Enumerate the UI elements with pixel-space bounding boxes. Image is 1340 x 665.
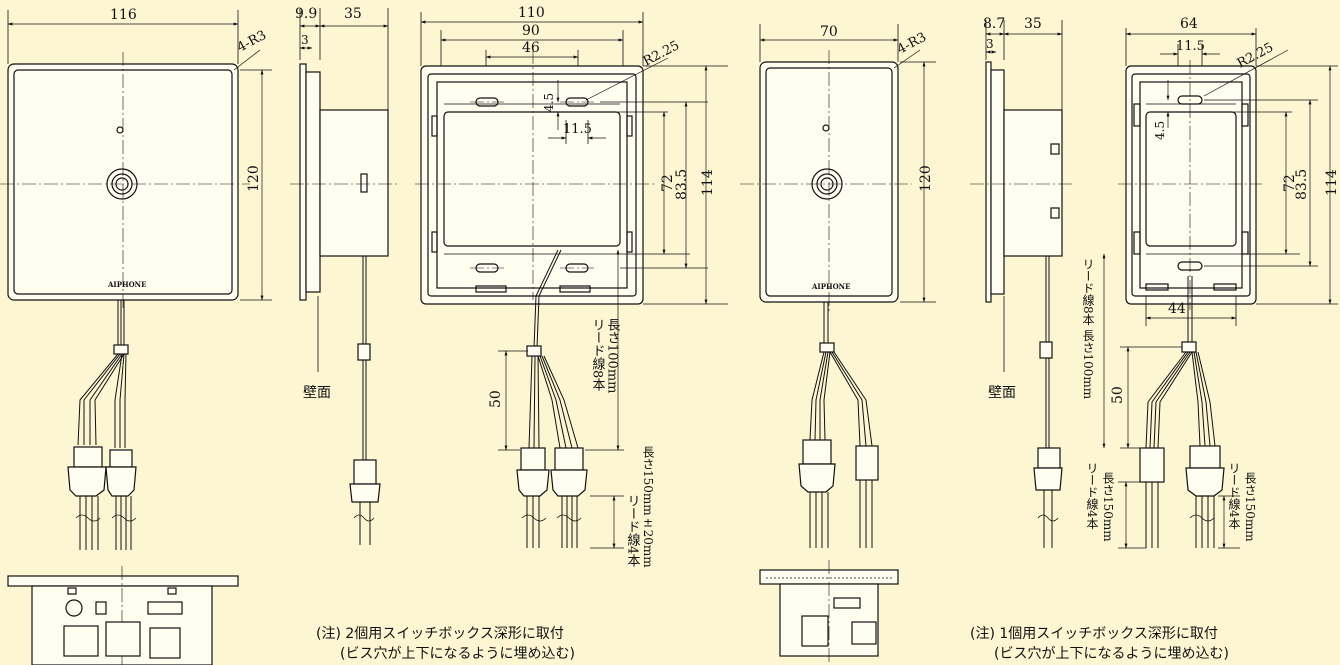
dim-35-side-2: 35 (1024, 16, 1042, 32)
lead8-label: リード線8本 (590, 318, 606, 392)
dim-3-side-2: 3 (986, 37, 994, 51)
lead8-label-2: リード線8本 長さ100mm (1081, 258, 1095, 400)
lead8-length: 長さ100mm (605, 318, 621, 393)
dim-50-2: 50 (1110, 386, 1126, 404)
wall-label-1: 壁面 (303, 385, 331, 401)
dim-90: 90 (522, 23, 540, 39)
dim-72: 72 (660, 174, 676, 192)
rear-view-2gang: 110 90 46 R2.25 4.5 (415, 5, 728, 568)
dim-3-side: 3 (301, 33, 309, 47)
rear-view-1gang: 64 11.5 R2.25 4.5 72 (1081, 16, 1340, 549)
note-2gang-line2: (ビス穴が上下になるように埋め込む) (340, 646, 575, 662)
dim-r2-25: R2.25 (641, 38, 682, 69)
side-view-2gang: 9.9 35 3 壁面 (290, 6, 400, 545)
dim-8-7: 8.7 (983, 16, 1005, 32)
front-view-2gang: 116 AIPHONE 4-R3 120 (0, 7, 272, 665)
dim-120-2: 120 (918, 165, 934, 192)
dim-83-5-2: 83.5 (1294, 169, 1310, 200)
lead4-label-2a: リード線4本 (1085, 462, 1099, 530)
dim-9-9: 9.9 (295, 6, 317, 22)
dim-4-5: 4.5 (542, 93, 556, 112)
lead4-length-2b: 長さ150mm (1243, 472, 1257, 543)
dim-11-5-2: 11.5 (1176, 39, 1205, 54)
lead4-label: リード線4本 (625, 494, 641, 568)
note-2gang-line1: (注) 2個用スイッチボックス深形に取付 (316, 626, 564, 642)
dim-46: 46 (522, 40, 540, 56)
dim-70: 70 (820, 24, 838, 40)
dim-114: 114 (700, 169, 716, 196)
dim-11-5: 11.5 (563, 122, 592, 137)
brand-logo: AIPHONE (107, 280, 146, 289)
lead4-length: 長さ150mm±20mm (641, 446, 655, 569)
note-1gang-line2: (ビス穴が上下になるように埋め込む) (994, 646, 1229, 662)
dim-50: 50 (488, 390, 504, 408)
dim-4-5-2: 4.5 (1153, 121, 1167, 140)
dim-64: 64 (1180, 16, 1198, 32)
dim-83-5: 83.5 (674, 169, 690, 200)
wall-label-2: 壁面 (988, 385, 1016, 401)
front-view-1gang: 70 AIPHONE 4-R3 120 (740, 24, 936, 665)
side-view-1gang: 8.7 35 3 壁面 (970, 16, 1074, 548)
dim-r2-25-2: R2.25 (1235, 40, 1276, 71)
dim-110: 110 (518, 5, 545, 21)
dim-44: 44 (1168, 301, 1186, 317)
dim-72-2: 72 (1282, 174, 1298, 192)
dim-116: 116 (110, 7, 137, 23)
lead4-length-2a: 長さ150mm (1101, 472, 1115, 543)
dim-4-r3-2: 4-R3 (895, 30, 929, 58)
dim-35-side: 35 (344, 6, 362, 22)
note-1gang-line1: (注) 1個用スイッチボックス深形に取付 (970, 626, 1218, 642)
brand-logo-2: AIPHONE (811, 282, 850, 291)
dim-4-r3: 4-R3 (235, 28, 269, 56)
dim-120: 120 (246, 165, 262, 192)
lead4-label-2b: リード線4本 (1227, 462, 1241, 530)
dim-114-2: 114 (1324, 169, 1340, 196)
